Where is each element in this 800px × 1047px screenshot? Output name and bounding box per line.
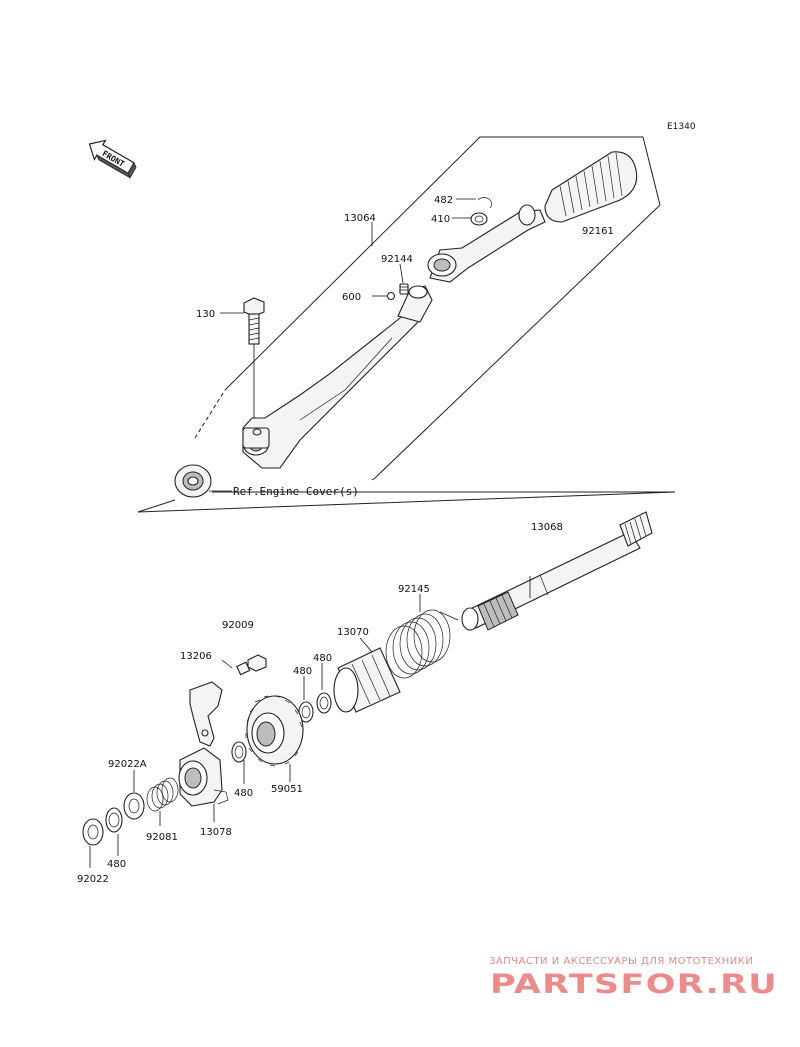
ratchet xyxy=(178,747,229,807)
callout-59051: 59051 xyxy=(271,784,303,795)
spring-92081 xyxy=(146,777,179,812)
bolt-130 xyxy=(243,297,265,345)
diagram-code: E1340 xyxy=(667,122,696,132)
kick-pedal-frame xyxy=(194,136,661,481)
kick-shaft xyxy=(461,511,653,631)
callout-92145: 92145 xyxy=(398,584,430,595)
callout-13206: 13206 xyxy=(180,651,212,662)
washer-92022 xyxy=(82,818,104,846)
callout-92144: 92144 xyxy=(381,254,413,265)
spring-guide xyxy=(333,647,401,713)
circlip-480d xyxy=(105,807,123,833)
bolt-92009 xyxy=(236,654,267,676)
washer-92022A xyxy=(123,792,145,820)
callout-600: 600 xyxy=(342,292,361,303)
callout-labels: 13064 482 410 92161 92144 600 130 Ref.En… xyxy=(77,195,614,885)
callout-482: 482 xyxy=(434,195,453,206)
spring-92144 xyxy=(399,283,409,295)
callout-410: 410 xyxy=(431,214,450,225)
watermark-tagline: ЗАПЧАСТИ И АКСЕССУАРЫ ДЛЯ МОТОТЕХНИКИ xyxy=(489,956,753,967)
callout-13078: 13078 xyxy=(200,827,232,838)
reference-plane xyxy=(137,491,676,513)
leader-lines xyxy=(89,198,531,868)
kick-pedal-lever xyxy=(427,204,546,283)
callout-92009: 92009 xyxy=(222,620,254,631)
callout-13064: 13064 xyxy=(344,213,376,224)
callout-480-c: 480 xyxy=(234,788,253,799)
circlip-480c xyxy=(231,741,247,763)
callout-480-d: 480 xyxy=(107,859,126,870)
callout-13068: 13068 xyxy=(531,522,563,533)
callout-480-a: 480 xyxy=(313,653,332,664)
reference-note: Ref.Engine Cover(s) xyxy=(233,485,359,498)
ball-600 xyxy=(386,291,396,301)
watermark-brand: PARTSFOR.RU xyxy=(490,969,778,1000)
guide-plate xyxy=(189,681,223,747)
callout-13070: 13070 xyxy=(337,627,369,638)
callout-92022A: 92022A xyxy=(108,759,147,770)
kick-rubber xyxy=(544,151,638,223)
circlip-482 xyxy=(477,197,492,209)
kick-pedal-arm xyxy=(242,285,433,469)
callout-92022: 92022 xyxy=(77,874,109,885)
callout-92081: 92081 xyxy=(146,832,178,843)
kick-spring xyxy=(385,609,459,679)
callout-92161: 92161 xyxy=(582,226,614,237)
washer-410 xyxy=(470,212,488,226)
oil-seal xyxy=(174,464,212,498)
front-arrow-icon: FRONT xyxy=(88,139,137,179)
circlip-480b xyxy=(316,692,332,714)
callout-130: 130 xyxy=(196,309,215,320)
kick-gear xyxy=(245,695,304,767)
watermark: ЗАПЧАСТИ И АКСЕССУАРЫ ДЛЯ МОТОТЕХНИКИ PA… xyxy=(489,956,778,1000)
callout-480-b: 480 xyxy=(293,666,312,677)
